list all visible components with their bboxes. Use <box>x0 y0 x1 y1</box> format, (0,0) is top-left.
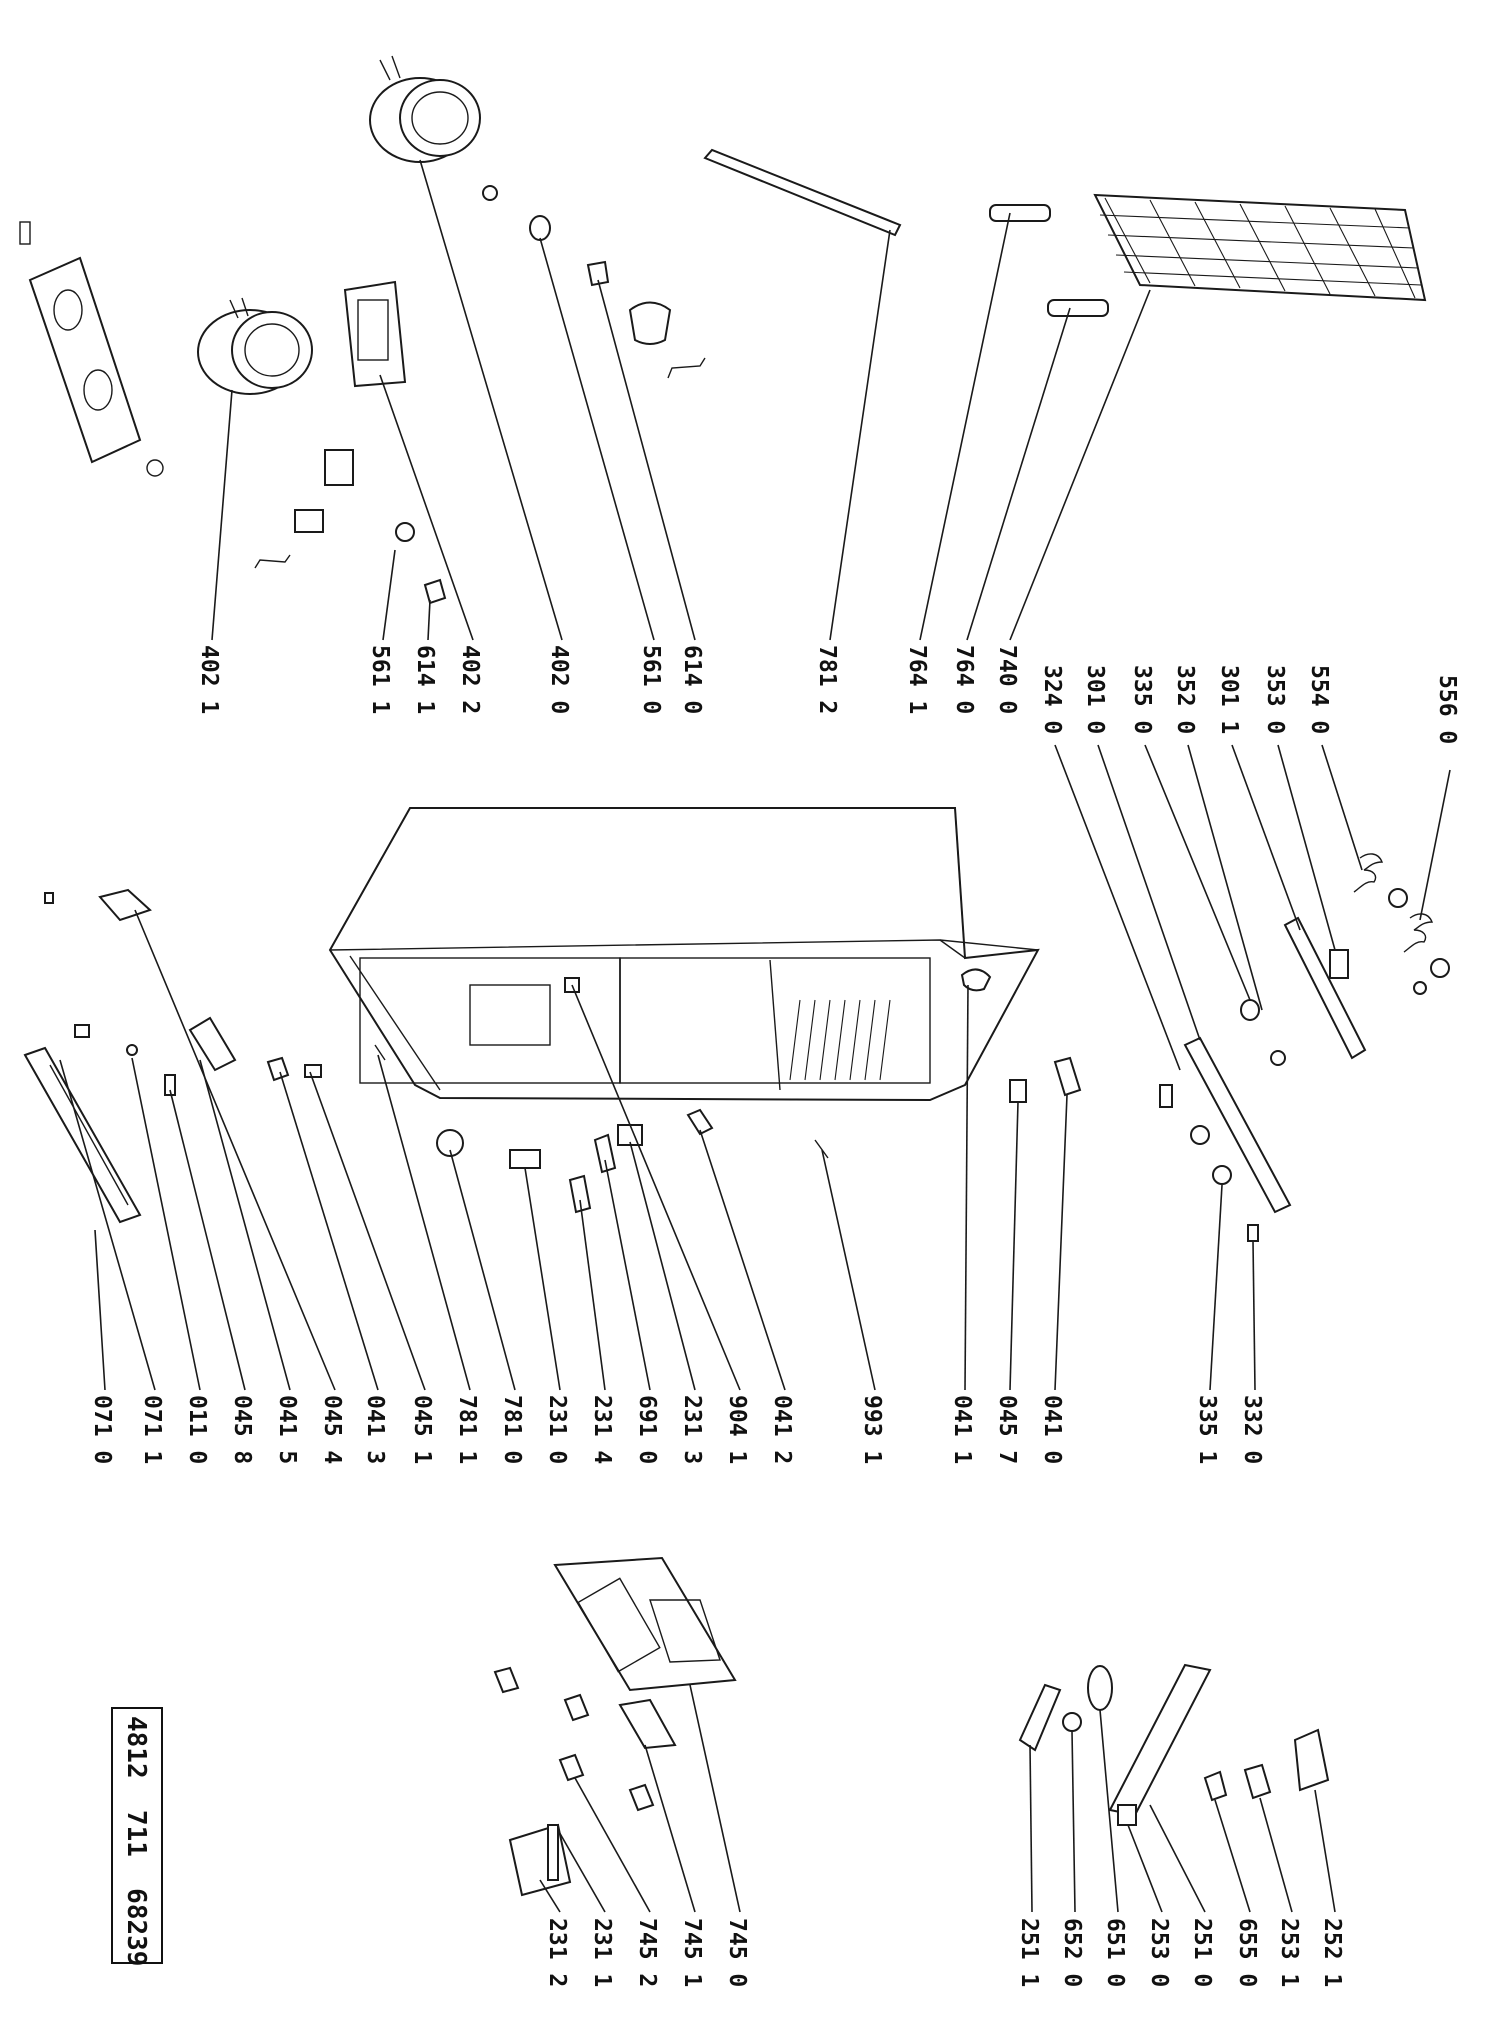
callout-745-2: 745 2 <box>634 1918 660 1987</box>
callout-231-2: 231 2 <box>544 1918 570 1987</box>
callout-041-3: 041 3 <box>362 1395 388 1464</box>
callout-071-0: 071 0 <box>89 1395 115 1464</box>
callout-764-0: 764 0 <box>951 645 977 714</box>
compressor-lower <box>197 297 313 395</box>
hinge-bars <box>1159 916 1367 1242</box>
callout-402-0: 402 0 <box>546 645 572 714</box>
callout-045-7: 045 7 <box>994 1395 1020 1464</box>
callout-045-1: 045 1 <box>409 1395 435 1464</box>
door-handle-parts <box>1018 1663 1330 1826</box>
refrigerator-cabinet <box>328 807 1040 1102</box>
callout-764-1: 764 1 <box>904 645 930 714</box>
callout-691-0: 691 0 <box>634 1395 660 1464</box>
callout-781-2: 781 2 <box>814 645 840 714</box>
door-springs <box>1353 853 1450 995</box>
left-door-parts <box>23 888 237 1224</box>
callout-556-0: 556 0 <box>1434 675 1460 744</box>
callout-231-0: 231 0 <box>544 1395 570 1464</box>
condenser-grid <box>1093 193 1427 302</box>
callout-402-2: 402 2 <box>457 645 483 714</box>
callout-332-0: 332 0 <box>1239 1395 1265 1464</box>
callout-745-1: 745 1 <box>679 1918 705 1987</box>
document-number: 4812 711 68239 <box>121 1716 151 1966</box>
callout-301-0: 301 0 <box>1082 665 1108 734</box>
callout-041-5: 041 5 <box>274 1395 300 1464</box>
relay-box <box>343 280 407 388</box>
callout-041-1: 041 1 <box>949 1395 975 1464</box>
callout-251-0: 251 0 <box>1189 1918 1215 1987</box>
leader-lines <box>59 159 1451 1913</box>
callout-324-0: 324 0 <box>1039 665 1065 734</box>
callout-651-0: 651 0 <box>1102 1918 1128 1987</box>
callout-353-0: 353 0 <box>1262 665 1288 734</box>
callout-335-1: 335 1 <box>1194 1395 1220 1464</box>
callout-011-0: 011 0 <box>184 1395 210 1464</box>
callout-352-0: 352 0 <box>1172 665 1198 734</box>
callout-071-1: 071 1 <box>139 1395 165 1464</box>
callout-231-4: 231 4 <box>589 1395 615 1464</box>
compressor-mounting-plate <box>19 221 164 477</box>
callout-652-0: 652 0 <box>1059 1918 1085 1987</box>
callout-252-1: 252 1 <box>1319 1918 1345 1987</box>
document-number-box: 4812 711 68239 <box>111 1707 163 1966</box>
callout-231-1: 231 1 <box>589 1918 615 1987</box>
cabinet-rack-hatch <box>789 999 891 1081</box>
filter-driers <box>989 204 1109 317</box>
callout-045-4: 045 4 <box>319 1395 345 1464</box>
callout-745-0: 745 0 <box>724 1918 750 1987</box>
callout-251-1: 251 1 <box>1016 1918 1042 1987</box>
compressor-upper <box>369 55 481 163</box>
callout-253-1: 253 1 <box>1276 1918 1302 1987</box>
callout-041-2: 041 2 <box>769 1395 795 1464</box>
callout-045-8: 045 8 <box>229 1395 255 1464</box>
callout-561-1: 561 1 <box>367 645 393 714</box>
callout-labels: 402 1 561 1 614 1 402 2 402 0 561 0 614 … <box>89 645 1460 1987</box>
callout-231-3: 231 3 <box>679 1395 705 1464</box>
callout-904-1: 904 1 <box>724 1395 750 1464</box>
callout-614-0: 614 0 <box>679 645 705 714</box>
callout-253-0: 253 0 <box>1146 1918 1172 1987</box>
control-panel <box>493 1556 737 1897</box>
front-small-parts <box>266 968 1082 1214</box>
callout-614-1: 614 1 <box>412 645 438 714</box>
suction-tube <box>703 148 902 237</box>
callout-554-0: 554 0 <box>1306 665 1332 734</box>
callout-781-0: 781 0 <box>499 1395 525 1464</box>
callout-993-1: 993 1 <box>859 1395 885 1464</box>
callout-335-0: 335 0 <box>1129 665 1155 734</box>
small-compressor-parts <box>254 185 706 605</box>
callout-781-1: 781 1 <box>454 1395 480 1464</box>
callout-301-1: 301 1 <box>1216 665 1242 734</box>
callout-561-0: 561 0 <box>638 645 664 714</box>
callout-041-0: 041 0 <box>1039 1395 1065 1464</box>
callout-402-1: 402 1 <box>196 645 222 714</box>
callout-740-0: 740 0 <box>994 645 1020 714</box>
callout-655-0: 655 0 <box>1234 1918 1260 1987</box>
